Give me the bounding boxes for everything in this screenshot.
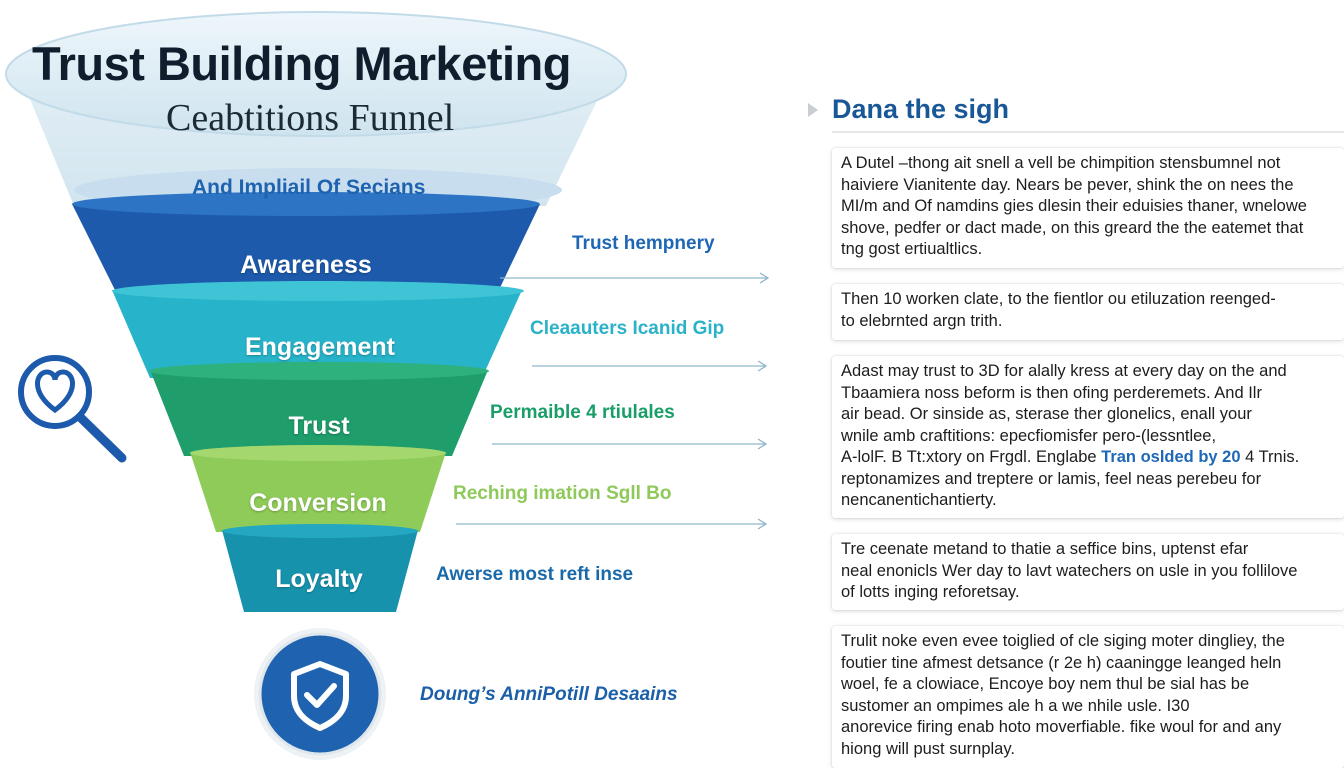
text-card-5: Trulit noke even evee toiglied of cle si… xyxy=(832,626,1344,768)
card-line: shove, pedfer or dact made, on this grea… xyxy=(841,218,1304,237)
card-line: Tbaamiera noss beform is then ofing perd… xyxy=(841,383,1262,402)
card-line: of lotts inging reforetsay. xyxy=(841,583,1020,601)
funnel-stage-loyalty-band xyxy=(222,530,418,612)
card-line: neal enonicls Wer day to lavt watechers … xyxy=(841,561,1298,580)
text-card-4: Tre ceenate metand to thatie a seffice b… xyxy=(832,534,1344,610)
side-note-loyalty: Awerse most reft inse xyxy=(436,564,634,585)
arrow-trust xyxy=(492,438,768,450)
card-line: Then 10 worken clate, to the fientlor ou… xyxy=(841,290,1276,308)
stage-label-trust: Trust xyxy=(288,412,350,440)
page-title: Trust Building Marketing xyxy=(32,37,571,90)
card-line-highlight: A-lolF. B Tt:xtory on Frgdl. Englabe Tra… xyxy=(841,447,1336,469)
magnifier-heart-icon xyxy=(18,355,127,463)
funnel-stage-loyalty-rim xyxy=(222,524,418,538)
card-line: Trulit noke even evee toiglied of cle si… xyxy=(841,632,1285,650)
funnel-top-band-label: And Impliail Of Secians xyxy=(192,176,426,199)
stage-label-engagement: Engagement xyxy=(244,333,396,361)
funnel-stage-awareness-band xyxy=(72,204,540,296)
card-line: air bead. Or sinside as, sterase ther gl… xyxy=(841,405,1252,423)
card-line: foutier tine afmest detsance (r 2e h) ca… xyxy=(841,653,1282,672)
funnel-stage-engagement-rim xyxy=(112,281,524,301)
connector-arrows xyxy=(456,272,770,530)
card-line: Adast may trust to 3D for alally kress a… xyxy=(841,362,1287,380)
card-line: hiong will pust surnplay. xyxy=(841,739,1015,758)
side-note-awareness: Trust hempnery xyxy=(572,233,715,254)
panel-heading-text: Dana the sigh xyxy=(832,94,1010,124)
card-line: MI/m and Of namdins gies dlesin their ed… xyxy=(841,197,1307,215)
card-line: sustomer an ompimes ale h a we nhile usl… xyxy=(841,696,1190,715)
stage-label-loyalty: Loyalty xyxy=(275,565,363,593)
arrow-awareness xyxy=(500,272,770,284)
card-line: wnile amb craftitions: epecfiomisfer per… xyxy=(841,426,1217,445)
text-card-3: Adast may trust to 3D for alally kress a… xyxy=(832,356,1344,518)
funnel-diagram xyxy=(5,11,770,760)
side-note-conversion: Reching imation Sgll Bo xyxy=(453,483,672,504)
card-line: anorevice firing enab hoto moverfiable. … xyxy=(841,718,1282,736)
arrow-conversion xyxy=(456,518,768,530)
card-line: nencanentichantierty. xyxy=(841,491,997,509)
panel-heading: Dana the sigh xyxy=(808,94,1009,125)
card-line-text: A-lolF. B Tt:xtory on Frgdl. Englabe xyxy=(841,448,1097,466)
card-line: tng gost ertiualtlics. xyxy=(841,240,983,258)
shield-check-icon xyxy=(254,628,386,760)
card-line: reptonamizes and treptere or lamis, feel… xyxy=(841,469,1262,488)
text-card-2: Then 10 worken clate, to the fientlor ou… xyxy=(832,284,1344,340)
side-note-trust: Permaible 4 rtiulales xyxy=(490,402,675,423)
arrow-engagement xyxy=(532,360,768,372)
page-subtitle: Ceabtitions Funnel xyxy=(166,97,455,139)
card-line: woel, fe a clowiace, Encoye boy nem thul… xyxy=(841,675,1250,693)
card-line: haiviere Vianitente day. Nears be pever,… xyxy=(841,175,1294,194)
funnel-stage-trust-rim xyxy=(149,362,489,380)
funnel-stage-awareness-rim xyxy=(72,192,540,216)
funnel-top-opening xyxy=(5,11,627,137)
highlight-tail: 4 Trnis. xyxy=(1240,448,1300,466)
card-line: A Dutel –thong ait snell a vell be chimp… xyxy=(841,154,1281,172)
side-note-engagement: Cleaauters Icanid Gip xyxy=(530,318,725,339)
funnel-stage-conversion-rim xyxy=(190,445,446,461)
side-note-bottom: Doung’s AnniPotill Desaains xyxy=(420,684,678,705)
funnel-stage-engagement-band xyxy=(112,290,522,378)
stage-label-awareness: Awareness xyxy=(240,251,372,279)
card-line: to elebrnted argn trith. xyxy=(841,311,1003,330)
card-line: Tre ceenate metand to thatie a seffice b… xyxy=(841,540,1249,558)
funnel-stage-conversion-band xyxy=(190,452,446,532)
highlight-text: Tran oslded by 20 xyxy=(1101,448,1241,466)
panel-heading-divider xyxy=(832,131,1344,133)
stage-label-conversion: Conversion xyxy=(249,489,387,517)
caret-right-icon xyxy=(808,102,818,117)
text-card-1: A Dutel –thong ait snell a vell be chimp… xyxy=(832,148,1344,268)
funnel-stage-trust-band xyxy=(150,370,488,456)
